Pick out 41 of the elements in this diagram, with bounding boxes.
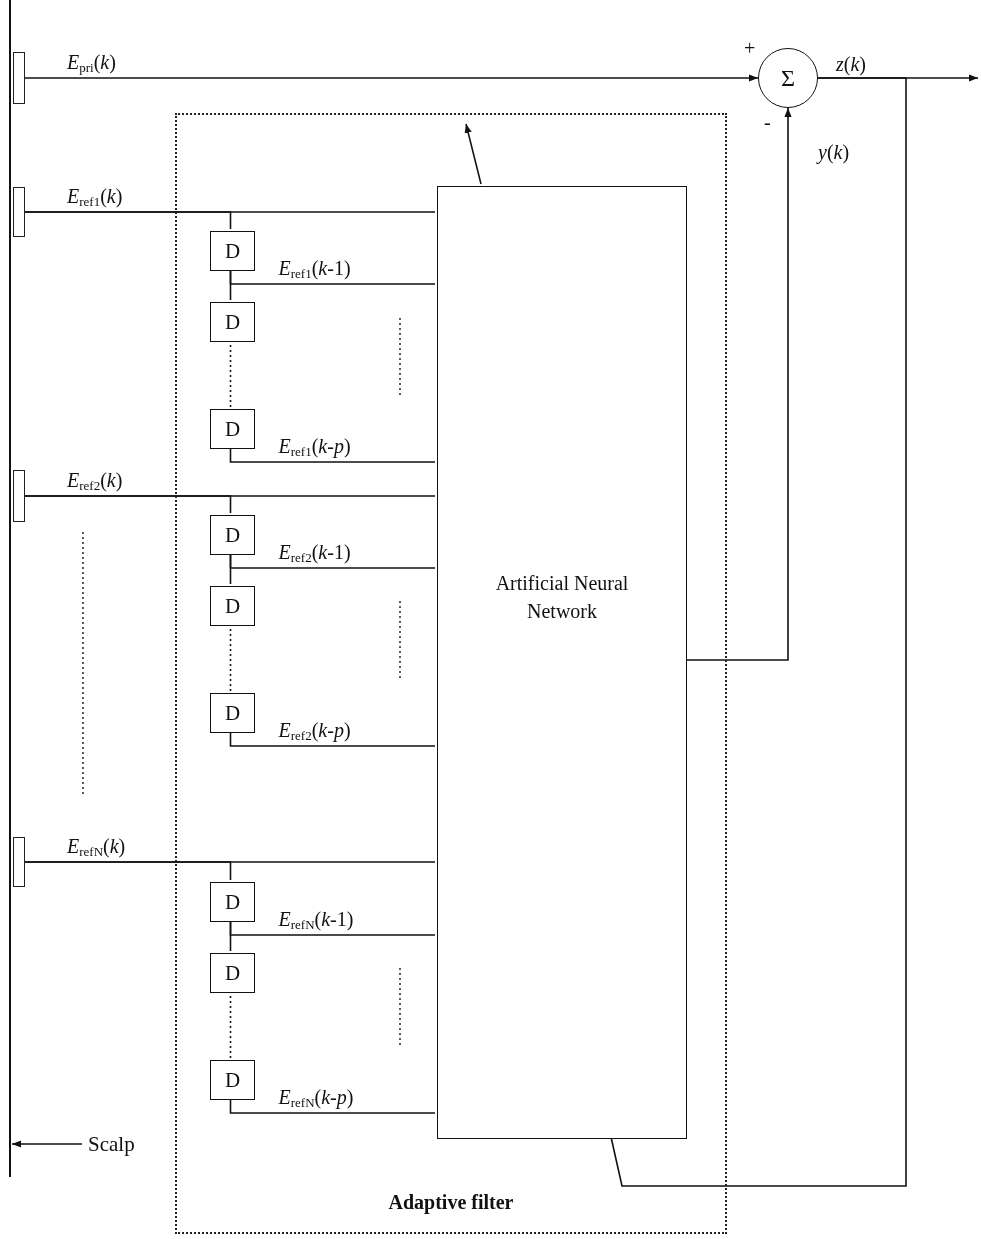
signal-label: E$_{ref1}$(k-p)	[278, 434, 351, 458]
adaptive-filter-frame	[175, 113, 727, 1234]
delay-box: D	[210, 953, 255, 993]
electrode-rectangle	[13, 187, 25, 237]
delay-box: D	[210, 515, 255, 555]
electrode-rectangle	[13, 52, 25, 104]
arrow	[464, 123, 482, 185]
delay-box: D	[210, 409, 255, 449]
summing-junction: Σ	[758, 48, 818, 108]
scalp-line	[9, 0, 11, 1177]
signal-label: E$_{ref2}$(k-1)	[278, 540, 351, 564]
scalp-label: Scalp	[88, 1130, 158, 1158]
signal-label: E$_{refN}$(k-p)	[278, 1085, 354, 1109]
delay-box: D	[210, 693, 255, 733]
signal-label: z(k)	[836, 52, 867, 76]
signal-label: E$_{ref1}$(k-1)	[278, 256, 351, 280]
connector-line	[610, 77, 907, 1187]
network-title: Artificial Neural Network	[494, 571, 630, 624]
electrode-rectangle	[13, 470, 25, 522]
delay-box: D	[210, 882, 255, 922]
signal-label: E$_{ref2}$(k)	[67, 468, 123, 492]
connector-line	[24, 861, 232, 881]
delay-box: D	[210, 302, 255, 342]
signal-label: E$_{ref1}$(k)	[67, 184, 123, 208]
sign-label: -	[764, 110, 771, 134]
neural-network-box	[437, 186, 687, 1139]
connector-line	[24, 211, 232, 230]
connector-line	[24, 495, 232, 514]
signal-label: E$_{refN}$(k-1)	[278, 907, 354, 931]
electrode-rectangle	[13, 837, 25, 887]
signal-label: E$_{pri}$(k)	[67, 50, 116, 74]
delay-box: D	[210, 231, 255, 271]
signal-label: E$_{refN}$(k)	[67, 834, 126, 858]
delay-box: D	[210, 586, 255, 626]
arrow	[24, 74, 759, 82]
delay-box: D	[210, 1060, 255, 1100]
arrow	[11, 1140, 83, 1148]
signal-label: E$_{ref2}$(k-p)	[278, 718, 351, 742]
signal-label: y(k)	[818, 140, 850, 164]
filter-title: Adaptive filter	[388, 1190, 514, 1214]
sign-label: +	[744, 36, 756, 60]
